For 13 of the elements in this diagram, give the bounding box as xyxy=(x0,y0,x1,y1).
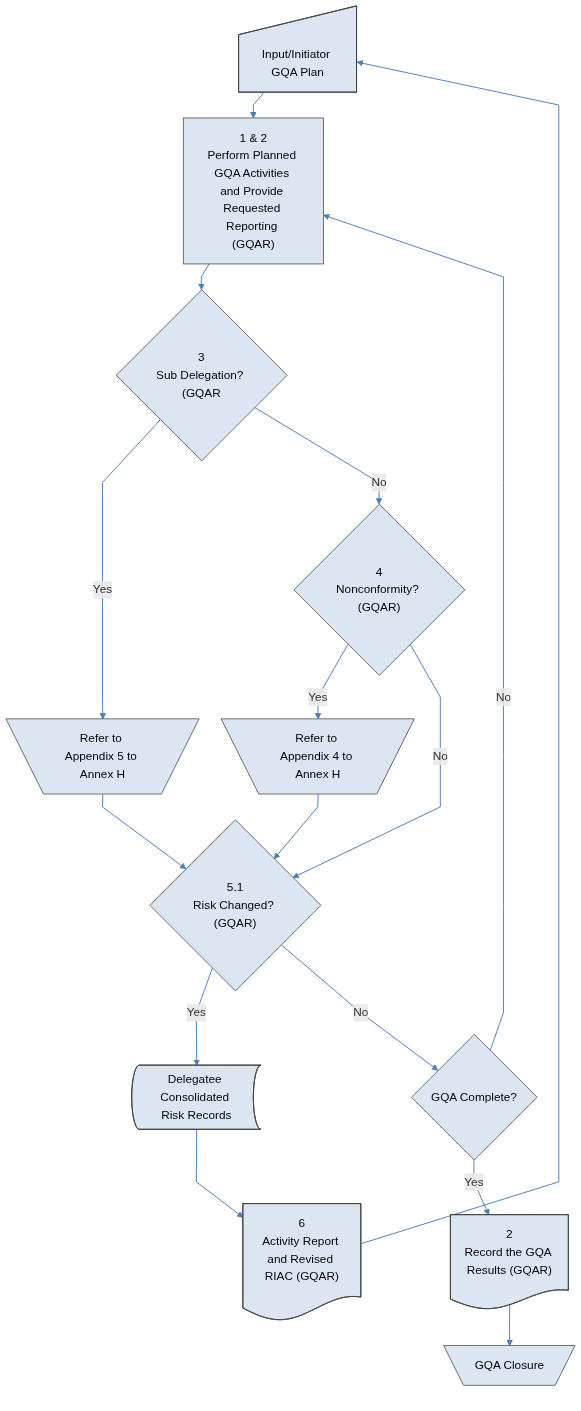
edge-label: No xyxy=(432,749,448,763)
edge-label: No xyxy=(353,1005,369,1019)
node-diamond: 5.1 Risk Changed? (GQAR) xyxy=(149,819,322,992)
node-diamond: 3 Sub Delegation? (GQAR xyxy=(115,289,288,462)
edge-label: No xyxy=(371,475,387,489)
node-diamond: GQA Complete? xyxy=(411,1034,538,1161)
node-box: 1 & 2 Perform Planned GQA Activities and Provide Requested Reporting (GQAR) xyxy=(182,117,324,265)
edge-label: Yes xyxy=(92,583,113,596)
edge-label: Yes xyxy=(464,1175,484,1188)
edge-label: Yes xyxy=(186,1005,206,1019)
edge-label: No xyxy=(495,690,511,703)
edge-label: Yes xyxy=(308,690,328,703)
node-diamond: 4 Nonconformity? (GQAR) xyxy=(293,503,466,676)
